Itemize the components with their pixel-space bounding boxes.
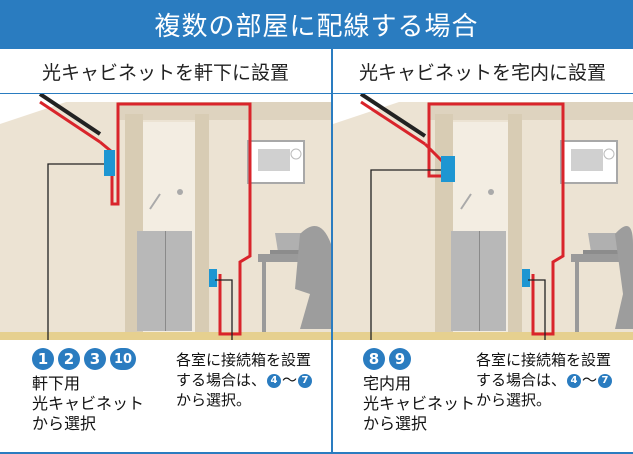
floor <box>0 332 331 340</box>
badge-4: 4 <box>567 373 582 388</box>
page-title: 複数の部屋に配線する場合 <box>0 0 633 49</box>
bottom-border <box>0 452 633 454</box>
desk <box>258 254 331 262</box>
wardrobe <box>137 231 192 331</box>
caption-line: 光キャビネット <box>363 394 476 413</box>
badge-10: 10 <box>110 348 136 370</box>
right-note: 各室に接続箱を設置 する場合は、4〜7 から選択。 <box>476 350 613 410</box>
note-line: から選択。 <box>176 391 252 409</box>
note-line: 各室に接続箱を設置 <box>476 351 612 369</box>
note-text: する場合は、 <box>476 371 567 389</box>
badge-8: 8 <box>363 348 385 370</box>
pillar-right <box>195 114 209 334</box>
caption-line: から選択 <box>32 414 97 433</box>
note-sep: 〜 <box>582 371 598 389</box>
badge-9: 9 <box>389 348 411 370</box>
caption-line: 軒下用 <box>32 374 81 393</box>
badge-7: 7 <box>598 373 613 388</box>
caption-line: から選択 <box>363 414 428 433</box>
note-line: 各室に接続箱を設置 <box>176 351 312 369</box>
note-line: から選択。 <box>476 391 552 409</box>
right-room-illustration <box>333 94 633 340</box>
badge-1: 1 <box>32 348 54 370</box>
left-badges: 1 2 3 10 <box>32 348 140 370</box>
badge-4: 4 <box>267 373 282 388</box>
note-line: する場合は、4〜7 <box>176 370 313 390</box>
panel-divider <box>331 49 333 454</box>
left-note: 各室に接続箱を設置 する場合は、4〜7 から選択。 <box>176 350 313 410</box>
right-caption: 宅内用 光キャビネット から選択 <box>363 374 475 434</box>
left-caption: 軒下用 光キャビネット から選択 <box>32 374 144 434</box>
badge-7: 7 <box>298 373 313 388</box>
note-text: する場合は、 <box>176 371 267 389</box>
left-room-svg <box>0 94 331 340</box>
chair <box>295 226 331 329</box>
note-line: する場合は、4〜7 <box>476 370 613 390</box>
optical-cabinet <box>104 150 115 176</box>
caption-line: 光キャビネット <box>32 394 145 413</box>
panel-title-bar: 光キャビネットを軒下に設置 光キャビネットを宅内に設置 <box>0 49 633 94</box>
note-sep: 〜 <box>282 371 298 389</box>
right-panel-title: 光キャビネットを宅内に設置 <box>358 61 606 84</box>
badge-3: 3 <box>84 348 106 370</box>
caption-line: 宅内用 <box>363 374 412 393</box>
badge-2: 2 <box>58 348 80 370</box>
junction-box <box>522 269 530 287</box>
optical-cabinet <box>441 156 455 182</box>
right-room-svg <box>333 94 633 340</box>
left-panel-title: 光キャビネットを軒下に設置 <box>41 61 289 84</box>
fiber-cable <box>99 102 252 336</box>
left-room-illustration <box>0 94 331 340</box>
ceiling-beam <box>118 102 331 120</box>
right-badges: 8 9 <box>363 348 415 370</box>
junction-box <box>209 269 217 287</box>
